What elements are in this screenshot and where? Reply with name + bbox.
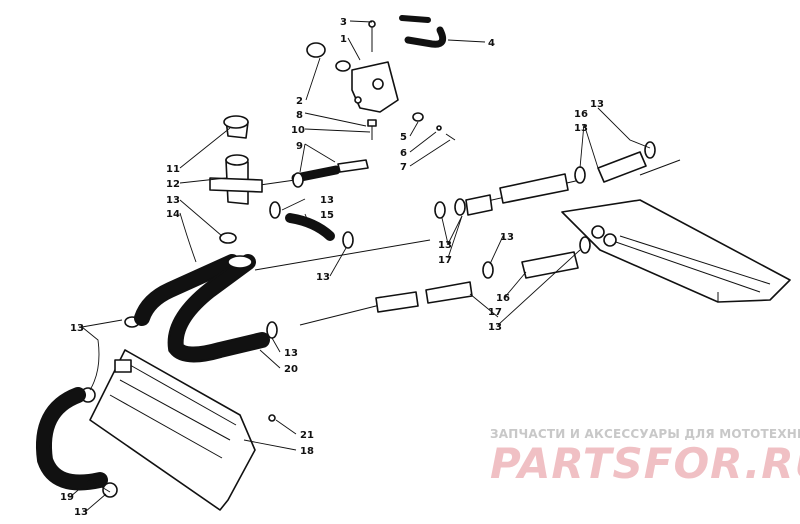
callout-13g: 13 [500, 232, 514, 243]
callout-13a: 13 [166, 195, 180, 206]
callout-10: 10 [291, 125, 305, 136]
callout-13j: 13 [284, 348, 298, 359]
coolant-tubes [337, 151, 647, 313]
heat-exchanger-lower [89, 349, 276, 511]
callout-4: 4 [488, 38, 495, 49]
callout-13c: 13 [316, 272, 330, 283]
small-fasteners [367, 20, 456, 141]
callout-8: 8 [296, 110, 303, 121]
callout-6: 6 [400, 148, 407, 159]
callout-14: 14 [166, 209, 180, 220]
callout-11: 11 [166, 164, 180, 175]
callout-9: 9 [296, 141, 303, 152]
callout-15: 15 [320, 210, 334, 221]
callout-2: 2 [296, 96, 303, 107]
overflow-bottle-bracket [306, 42, 399, 113]
callout-numbers: 3 1 4 2 8 10 9 5 6 7 11 12 13 14 13 15 1… [60, 17, 604, 518]
callout-19: 19 [60, 492, 74, 503]
main-coolant-hoses [36, 254, 270, 491]
watermark-logo: PARTSFOR.RU [490, 439, 800, 488]
callout-13h: 13 [488, 322, 502, 333]
callout-13d: 13 [590, 99, 604, 110]
callout-7: 7 [400, 162, 407, 173]
callout-5: 5 [400, 132, 407, 143]
callout-13b: 13 [320, 195, 334, 206]
callout-13i: 13 [70, 323, 84, 334]
callout-3: 3 [340, 17, 347, 28]
callout-21: 21 [300, 430, 314, 441]
callout-13k: 13 [74, 507, 88, 518]
callout-17b: 17 [488, 307, 502, 318]
filler-neck [209, 115, 263, 205]
callout-16a: 16 [574, 109, 588, 120]
callout-13f: 13 [438, 240, 452, 251]
watermark-caption: ЗАПЧАСТИ И АКСЕССУАРЫ ДЛЯ МОТОТЕХНИКИ [490, 427, 800, 441]
heat-exchanger-upper [561, 199, 791, 303]
vent-hose [399, 15, 447, 48]
callout-16b: 16 [496, 293, 510, 304]
callout-1: 1 [340, 34, 347, 45]
callout-18: 18 [300, 446, 314, 457]
callout-17a: 17 [438, 255, 452, 266]
callout-13e: 13 [574, 123, 588, 134]
leader-lines [69, 20, 651, 513]
callout-20: 20 [284, 364, 298, 375]
callout-12: 12 [166, 179, 180, 190]
